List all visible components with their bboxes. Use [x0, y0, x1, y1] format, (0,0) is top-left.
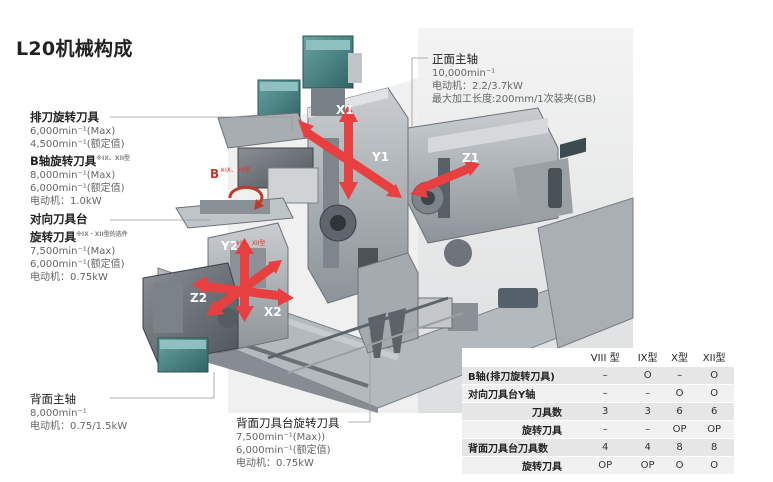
opposite-tool-motor: 电动机：0.75kW	[30, 272, 108, 283]
cell: O	[694, 365, 734, 384]
callout-back-tool: 背面刀具台旋转刀具 7,500min⁻¹(Max)) 6,000min⁻¹(额定…	[236, 416, 340, 470]
axis-label-y1: Y1	[371, 150, 389, 164]
axis-label-z1: Z1	[462, 151, 479, 165]
back-tool-motor: 电动机：0.75kW	[236, 458, 314, 469]
cell: 6	[664, 401, 695, 420]
cell: OP	[694, 419, 734, 438]
table-row: B轴(排刀旋转刀具) – O – O	[462, 365, 734, 384]
gang-tool-heading: 排刀旋转刀具	[30, 110, 99, 124]
spec-table-header: VIII 型 IX型 X型 XII型	[462, 348, 734, 366]
cell: –	[580, 365, 631, 384]
b-axis-tool-rated: 6,000min⁻¹(额定值)	[30, 183, 125, 194]
spec-header-xii: XII型	[694, 348, 734, 366]
table-row: 背面刀具台刀具数 4 4 8 8	[462, 437, 734, 456]
gang-tool-max: 6,000min⁻¹(Max)	[30, 126, 116, 137]
back-tool-max: 7,500min⁻¹(Max))	[236, 432, 326, 443]
spec-header-x: X型	[664, 348, 695, 366]
gang-tool-rated: 4,500min⁻¹(额定值)	[30, 139, 125, 150]
cell: OP	[630, 455, 665, 474]
table-row: 对向刀具台Y轴 – – O O	[462, 383, 734, 402]
cell: 4	[580, 437, 631, 456]
b-axis-tool-motor: 电动机：1.0kW	[30, 196, 102, 207]
main-spindle-max-length: 最大加工长度:200mm/1次装夹(GB)	[432, 94, 597, 105]
opposite-rotating-note: ※IX・XII型的选件	[76, 231, 128, 238]
back-spindle-speed: 8,000min⁻¹	[30, 408, 87, 419]
opposite-rotating-heading: 旋转刀具※IX・XII型的选件	[30, 227, 128, 245]
cell: O	[694, 455, 734, 474]
cell: 6	[694, 401, 734, 420]
cell: OP	[580, 455, 631, 474]
spec-table: VIII 型 IX型 X型 XII型 B轴(排刀旋转刀具) – O – O 对向…	[462, 348, 734, 474]
callout-opposite-tool: 对向刀具台 旋转刀具※IX・XII型的选件 7,500min⁻¹(Max) 6,…	[30, 212, 128, 284]
axis-label-y2-note: ※IX、XII型	[235, 239, 266, 247]
cell: –	[580, 419, 631, 438]
page-title: L20机械构成	[16, 38, 133, 60]
row-label: 旋转刀具	[462, 419, 580, 438]
back-tool-heading: 背面刀具台旋转刀具	[236, 416, 340, 430]
main-spindle-speed: 10,000min⁻¹	[432, 68, 496, 79]
table-row: 旋转刀具 OP OP O O	[462, 455, 734, 474]
axis-label-z2: Z2	[190, 291, 207, 305]
back-spindle-motor: 电动机：0.75/1.5kW	[30, 421, 128, 432]
row-label: 对向刀具台Y轴	[462, 383, 580, 402]
b-axis-tool-heading: B轴旋转刀具※IX、XII型	[30, 151, 130, 169]
cell: O	[664, 383, 695, 402]
spec-header-blank	[462, 348, 580, 366]
spec-header-ix: IX型	[630, 348, 665, 366]
b-axis-tool-heading-text: B轴旋转刀具	[30, 154, 97, 168]
cell: 3	[580, 401, 631, 420]
row-label: 背面刀具台刀具数	[462, 437, 580, 456]
table-row: 旋转刀具 – – OP OP	[462, 419, 734, 438]
axis-label-x2: X2	[264, 305, 282, 319]
table-row: 刀具数 3 3 6 6	[462, 401, 734, 420]
main-spindle-motor: 电动机：2.2/3.7kW	[432, 81, 523, 92]
spec-header-viii: VIII 型	[580, 348, 631, 366]
back-tool-rated: 6,000min⁻¹(额定值)	[236, 445, 331, 456]
callout-main-spindle: 正面主轴 10,000min⁻¹ 电动机：2.2/3.7kW 最大加工长度:20…	[432, 52, 596, 106]
row-label: B轴(排刀旋转刀具)	[462, 365, 580, 384]
callout-back-spindle: 背面主轴 8,000min⁻¹ 电动机：0.75/1.5kW	[30, 392, 127, 433]
opposite-rotating-heading-text: 旋转刀具	[30, 230, 76, 244]
row-label: 刀具数	[462, 401, 580, 420]
opposite-tool-rated: 6,000min⁻¹(额定值)	[30, 259, 125, 270]
row-label: 旋转刀具	[462, 455, 580, 474]
b-axis-tool-note: ※IX、XII型	[96, 155, 131, 162]
back-spindle-heading: 背面主轴	[30, 392, 76, 406]
cell: O	[664, 455, 695, 474]
axis-label-x1: X1	[336, 103, 354, 117]
cell: –	[664, 365, 695, 384]
main-spindle-heading: 正面主轴	[432, 52, 478, 66]
cell: –	[580, 383, 631, 402]
cell: –	[630, 419, 665, 438]
axis-label-y2: Y2	[220, 239, 238, 253]
cell: 4	[630, 437, 665, 456]
axis-label-b: B	[210, 167, 219, 181]
cell: OP	[664, 419, 695, 438]
cell: –	[630, 383, 665, 402]
opposite-tool-heading: 对向刀具台	[30, 212, 88, 226]
cell: 3	[630, 401, 665, 420]
b-axis-tool-max: 8,000min⁻¹(Max)	[30, 170, 116, 181]
cell: 8	[664, 437, 695, 456]
axis-label-b-note: ※IX、XII型	[220, 166, 251, 174]
cell: O	[694, 383, 734, 402]
machine-illustration: X1 Y1 Z1 X2 Y2 ※IX、XII型 Z2 B ※IX、XII型	[142, 28, 634, 413]
cell: O	[630, 365, 665, 384]
callout-gang-tool: 排刀旋转刀具 6,000min⁻¹(Max) 4,500min⁻¹(额定值) B…	[30, 110, 130, 208]
cell: 8	[694, 437, 734, 456]
opposite-tool-max: 7,500min⁻¹(Max)	[30, 246, 116, 257]
